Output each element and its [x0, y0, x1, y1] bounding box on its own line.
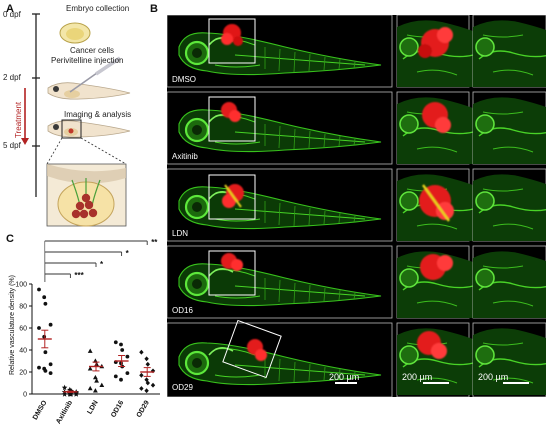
tumor-cell [81, 193, 91, 203]
data-point [48, 322, 53, 327]
panel-b-letter: B [150, 3, 158, 15]
data-point [150, 368, 156, 374]
roi-box-od29 [222, 319, 282, 379]
step-cancer-cells: Cancer cells [70, 46, 115, 55]
row-label-od29: OD29 [172, 383, 193, 392]
tumor-cell [75, 201, 85, 211]
row-label-axitinib: Axitinib [172, 152, 198, 161]
data-point [144, 356, 149, 362]
data-point [37, 326, 41, 330]
roi-box-ldn [208, 174, 256, 220]
significance-label: *** [74, 271, 84, 280]
y-tick-label: 0 [23, 392, 27, 399]
panel-a-letter: A [6, 3, 14, 15]
imaging-roi-box [61, 119, 82, 139]
step-embryo-collection: Embryo collection [66, 4, 130, 13]
panel-c-letter: C [6, 233, 14, 245]
larva-injection-icon [47, 82, 131, 100]
microscopy-images [166, 14, 550, 398]
data-point [125, 371, 130, 375]
x-tick-label: LDN [86, 400, 99, 416]
treatment-label: Treatment [14, 101, 23, 138]
data-point [119, 361, 123, 366]
data-point [145, 361, 150, 367]
scale-label-1: 200 µm [329, 372, 360, 382]
row-label-od16: OD16 [172, 306, 193, 315]
data-point [43, 301, 48, 306]
data-point [68, 391, 74, 397]
data-point [87, 385, 93, 391]
data-point [87, 348, 93, 353]
data-point [150, 382, 156, 388]
data-point [119, 377, 123, 382]
x-tick-label: OD29 [136, 399, 151, 418]
y-tick-label: 20 [19, 370, 27, 377]
treatment-arrow-head [21, 138, 29, 145]
data-point [93, 388, 98, 393]
data-point [99, 382, 105, 387]
data-point [42, 334, 47, 339]
significance-label: * [126, 249, 130, 258]
data-point [37, 287, 41, 292]
data-point [94, 361, 99, 367]
data-point [48, 362, 53, 367]
row-label-dmso: DMSO [172, 75, 196, 84]
panel-a-schematic [21, 13, 131, 227]
data-point [43, 369, 48, 373]
x-tick-label: DMSO [32, 399, 49, 421]
label-5dpf: 5 dpf [3, 141, 21, 150]
scale-label-3: 200 µm [478, 372, 509, 382]
data-point [67, 386, 73, 393]
data-point [93, 374, 98, 380]
x-tick-label: Axitinib [55, 400, 74, 426]
roi-box-dmso [208, 18, 256, 64]
y-axis-label: Relative vasculature density (%) [9, 275, 16, 375]
data-point [113, 340, 118, 345]
row-label-ldn: LDN [172, 229, 189, 238]
x-tick-label: OD16 [110, 399, 125, 418]
tumor-cell [71, 209, 81, 219]
y-tick-label: 40 [19, 348, 27, 355]
data-point [94, 378, 99, 383]
data-point [125, 354, 130, 359]
data-point [73, 391, 79, 397]
y-tick-label: 60 [19, 326, 27, 333]
data-point [61, 391, 68, 397]
step-perivitelline-injection: Perivitelline injection [51, 56, 124, 65]
data-point [48, 371, 53, 375]
label-0dpf: 0 dpf [3, 10, 21, 19]
data-point [42, 295, 47, 300]
microscopy-panel [166, 14, 550, 398]
roi-box-axitinib [208, 96, 256, 142]
scale-label-2: 200 µm [402, 372, 433, 382]
y-tick-label: 80 [19, 304, 27, 311]
tumor-cell [79, 209, 89, 219]
data-point [139, 349, 144, 355]
significance-label: ** [151, 238, 158, 247]
data-point [139, 372, 144, 378]
y-tick-label: 100 [15, 282, 27, 289]
tumor-cell [84, 200, 94, 210]
larva-imaging-icon [47, 120, 131, 138]
data-point [119, 342, 123, 347]
tumor-dmso [221, 24, 243, 46]
step-imaging-analysis: Imaging & analysis [64, 110, 132, 119]
significance-label: * [100, 260, 104, 269]
data-point [37, 365, 41, 370]
data-point [113, 374, 118, 379]
data-point [87, 366, 93, 371]
data-point [43, 350, 48, 355]
tumor-cell [88, 208, 98, 218]
data-point [61, 384, 68, 391]
label-2dpf: 2 dpf [3, 73, 21, 82]
data-point [120, 348, 125, 352]
data-point [139, 386, 144, 391]
data-point [144, 388, 149, 394]
roi-box-od16 [208, 250, 256, 296]
